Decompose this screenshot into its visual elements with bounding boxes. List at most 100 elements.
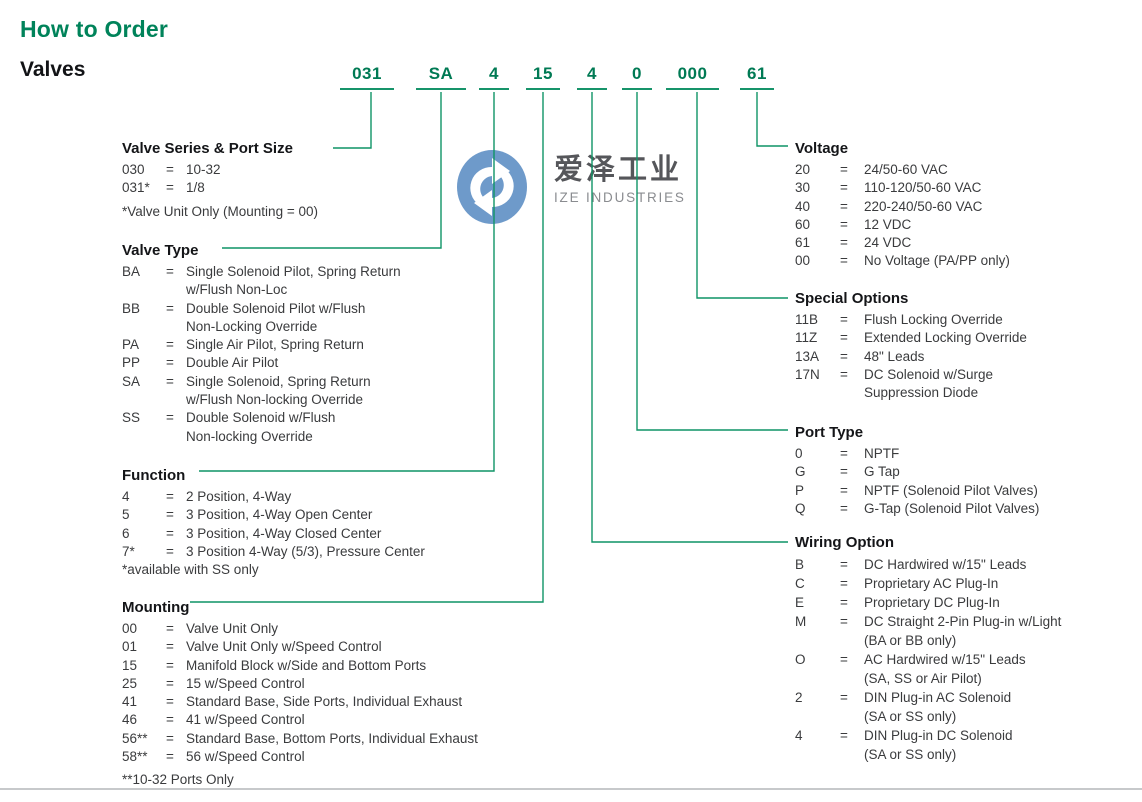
option-description-line2: w/Flush Non-locking Override: [186, 392, 364, 408]
watermark-english-text: IZE INDUSTRIES: [554, 190, 686, 205]
option-description: 15 w/Speed Control: [186, 675, 582, 693]
equals-sign: =: [840, 312, 848, 327]
option-description-line1: Single Solenoid Pilot, Spring Return: [186, 264, 401, 279]
option-description: Double Air Pilot: [186, 354, 582, 372]
order-code-segment-voltage: 61: [740, 62, 774, 90]
option-description-line1: G-Tap (Solenoid Pilot Valves): [864, 500, 1040, 516]
option-description: Proprietary DC Plug-In: [864, 593, 1140, 612]
option-description-line1: 48" Leads: [864, 348, 925, 364]
equals-sign: =: [166, 180, 174, 196]
option-description: DIN Plug-in AC Solenoid(SA or SS only): [864, 688, 1140, 726]
option-code: G: [795, 464, 806, 480]
code-list: 030 = 10-32 031* = 1/8: [122, 161, 582, 198]
option-code: 5: [122, 507, 130, 523]
equals-sign: =: [840, 198, 848, 214]
option-code: 2: [795, 690, 803, 705]
option-description-line1: 24/50-60 VAC: [864, 162, 948, 177]
code-definition-row: PP = Double Air Pilot: [122, 354, 582, 372]
equals-sign: =: [840, 235, 848, 251]
footnote: *available with SS only: [122, 562, 259, 578]
section-title: Mounting: [122, 599, 190, 616]
code-definition-row: 46 = 41 w/Speed Control: [122, 711, 582, 729]
option-description-line2: (BA or BB only): [864, 633, 957, 648]
option-description-line1: Manifold Block w/Side and Bottom Ports: [186, 657, 427, 673]
page-title: How to Order: [20, 16, 169, 42]
option-description: Proprietary AC Plug-In: [864, 574, 1140, 593]
option-code: BA: [122, 264, 141, 279]
footnote: **10-32 Ports Only: [122, 772, 234, 788]
code-list: 11B = Flush Locking Override 11Z = Exten…: [795, 311, 1140, 402]
option-description: 220-240/50-60 VAC: [864, 198, 1140, 216]
equals-sign: =: [166, 730, 174, 746]
option-code: BB: [122, 300, 141, 316]
code-definition-row: 030 = 10-32: [122, 161, 582, 179]
option-description-line1: 110-120/50-60 VAC: [864, 180, 982, 196]
page-subtitle: Valves: [20, 58, 86, 81]
section-port-type: Port Type 0 = NPTF G = G Tap P = NPTF (S…: [795, 424, 1140, 518]
section-function: Function 4 = 2 Position, 4-Way 5 = 3 Pos…: [122, 467, 582, 579]
connector-valve-type: [222, 92, 442, 249]
option-description-line1: No Voltage (PA/PP only): [864, 253, 1010, 269]
equals-sign: =: [166, 162, 174, 177]
equals-sign: =: [840, 216, 848, 232]
option-description-line2: w/Flush Non-Loc: [186, 282, 288, 298]
option-description: 3 Position, 4-Way Closed Center: [186, 525, 582, 543]
section-valve-series-port-size: Valve Series & Port Size 030 = 10-32 031…: [122, 140, 582, 221]
option-code: 56**: [122, 730, 148, 746]
equals-sign: =: [166, 749, 174, 765]
option-description-line1: DC Solenoid w/Surge: [864, 366, 994, 382]
option-description: 48" Leads: [864, 348, 1140, 366]
equals-sign: =: [166, 639, 174, 655]
code-list: 4 = 2 Position, 4-Way 5 = 3 Position, 4-…: [122, 488, 582, 561]
option-description-line2: Suppression Diode: [864, 385, 979, 401]
option-code: 031*: [122, 180, 150, 196]
option-description: 1/8: [186, 179, 582, 197]
option-code: 46: [122, 712, 138, 728]
option-description: Extended Locking Override: [864, 329, 1140, 347]
option-code: 17N: [795, 366, 820, 382]
option-code: 20: [795, 162, 811, 177]
option-code: E: [795, 595, 805, 610]
option-description: G-Tap (Solenoid Pilot Valves): [864, 500, 1140, 518]
option-description-line2: (SA or SS only): [864, 747, 957, 762]
connector-port-type: [636, 92, 788, 431]
option-description-line1: 12 VDC: [864, 216, 912, 232]
option-description: Standard Base, Side Ports, Individual Ex…: [186, 693, 582, 711]
option-description: Flush Locking Override: [864, 311, 1140, 329]
option-description-line1: Proprietary AC Plug-In: [864, 576, 999, 591]
equals-sign: =: [840, 557, 848, 572]
option-description: Single Air Pilot, Spring Return: [186, 336, 582, 354]
option-description-line1: DC Straight 2-Pin Plug-in w/Light: [864, 614, 1062, 629]
code-definition-row: E = Proprietary DC Plug-In: [795, 593, 1140, 612]
option-description: Standard Base, Bottom Ports, Individual …: [186, 730, 582, 748]
option-code: 030: [122, 162, 145, 177]
option-description: 10-32: [186, 161, 582, 179]
code-definition-row: 5 = 3 Position, 4-Way Open Center: [122, 506, 582, 524]
order-code-segment-mounting: 15: [526, 62, 560, 90]
section-wiring-option: Wiring Option B = DC Hardwired w/15" Lea…: [795, 534, 1140, 764]
equals-sign: =: [840, 482, 848, 498]
option-code: 0: [795, 446, 803, 461]
ize-logo-icon: [457, 150, 527, 224]
code-list: 0 = NPTF G = G Tap P = NPTF (Solenoid Pi…: [795, 445, 1140, 518]
option-description-line1: Flush Locking Override: [864, 312, 1003, 327]
equals-sign: =: [840, 366, 848, 382]
equals-sign: =: [840, 576, 848, 591]
option-code: 30: [795, 180, 811, 196]
option-code: 13A: [795, 348, 820, 364]
code-definition-row: 58** = 56 w/Speed Control: [122, 748, 582, 766]
order-code-segment-series: 031: [340, 62, 394, 90]
equals-sign: =: [840, 500, 848, 516]
option-description: 3 Position, 4-Way Open Center: [186, 506, 582, 524]
code-list: BA = Single Solenoid Pilot, Spring Retur…: [122, 263, 582, 446]
equals-sign: =: [166, 694, 174, 710]
footnote: *Valve Unit Only (Mounting = 00): [122, 203, 318, 219]
code-definition-row: 15 = Manifold Block w/Side and Bottom Po…: [122, 657, 582, 675]
code-definition-row: 60 = 12 VDC: [795, 216, 1140, 234]
equals-sign: =: [840, 690, 848, 705]
option-code: 4: [795, 728, 803, 743]
